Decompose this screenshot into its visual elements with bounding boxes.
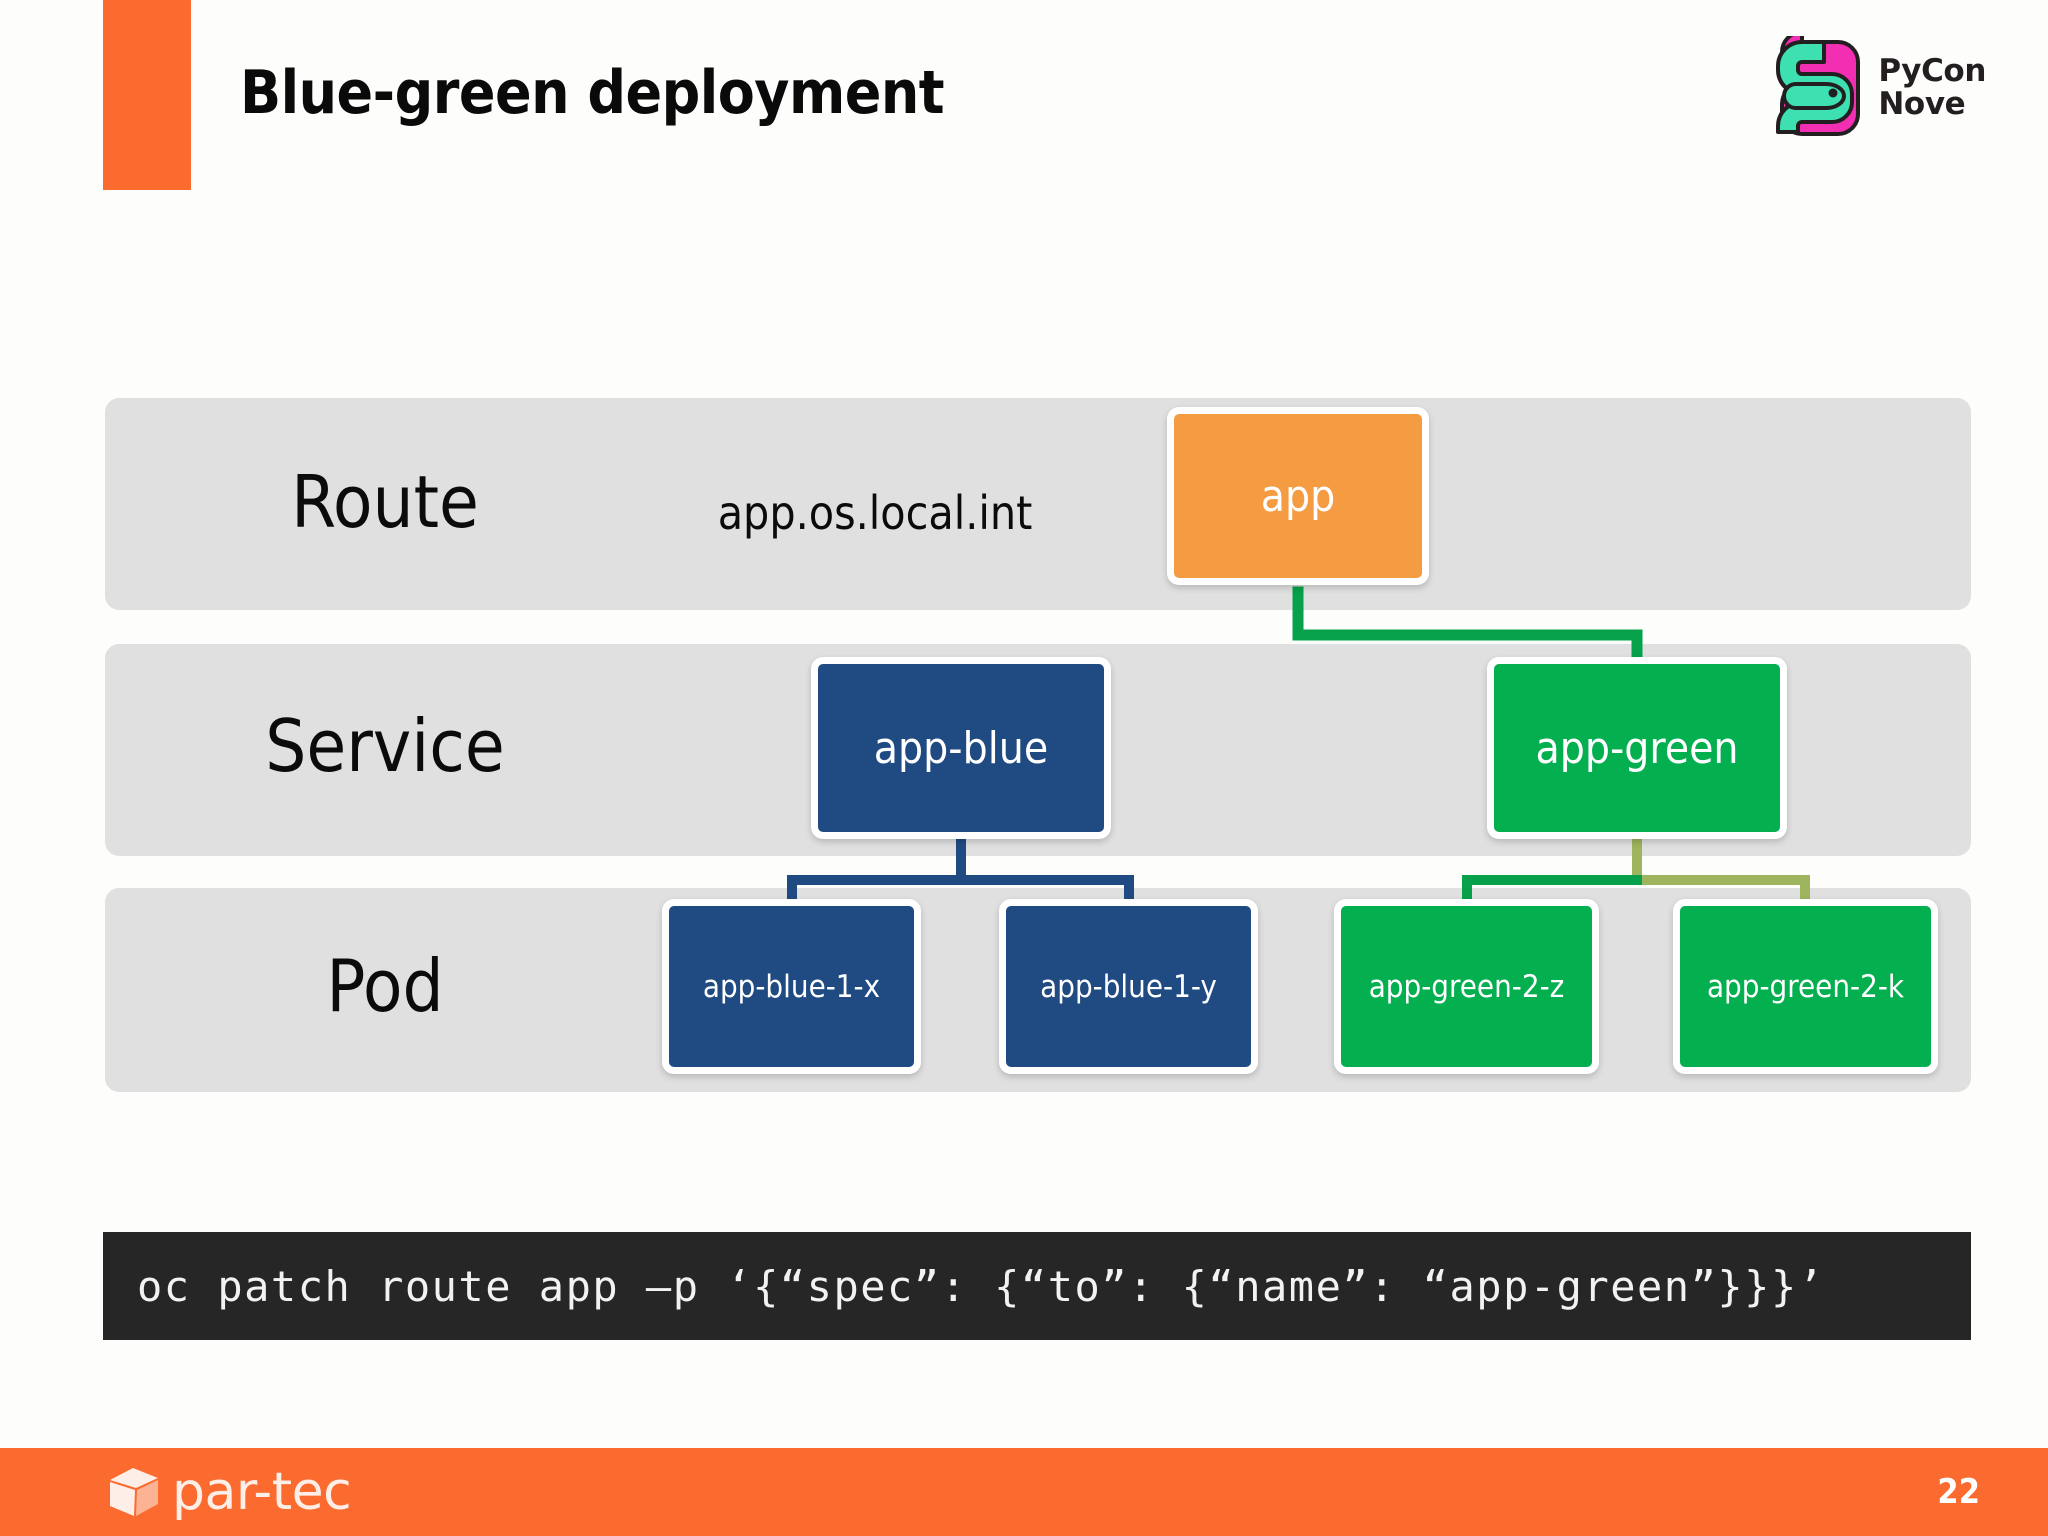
node-route-app[interactable]: app xyxy=(1167,407,1429,585)
pycon-snake-icon xyxy=(1776,36,1861,136)
pycon-nove-logo: PyCon Nove xyxy=(1776,36,1986,140)
connector-app-green-to-pod-z xyxy=(1462,875,1642,910)
band-label-pod: Pod xyxy=(326,944,444,1028)
pycon-wordmark: PyCon Nove xyxy=(1878,55,1986,120)
pycon-wordmark-line1: PyCon xyxy=(1878,53,1986,90)
pycon-wordmark-line2: Nove xyxy=(1878,86,1966,122)
node-pod-app-blue-1-y-label: app-blue-1-y xyxy=(1040,968,1217,1005)
connector-app-to-app-green xyxy=(1292,586,1643,666)
code-block: oc patch route app –p ‘{“spec”: {“to”: {… xyxy=(103,1232,1971,1340)
code-command-text: oc patch route app –p ‘{“spec”: {“to”: {… xyxy=(137,1261,1825,1311)
node-service-app-blue[interactable]: app-blue xyxy=(811,657,1111,839)
node-pod-app-blue-1-y[interactable]: app-blue-1-y xyxy=(999,899,1258,1074)
node-pod-app-blue-1-x[interactable]: app-blue-1-x xyxy=(662,899,921,1074)
band-route: Route app.os.local.int xyxy=(105,398,1971,610)
node-route-app-label: app xyxy=(1260,470,1336,522)
node-service-app-green-label: app-green xyxy=(1535,722,1739,774)
partec-logo: par-tec xyxy=(106,1462,352,1522)
page-title: Blue-green deployment xyxy=(240,58,945,128)
node-pod-app-blue-1-x-label: app-blue-1-x xyxy=(702,968,881,1005)
route-hostname: app.os.local.int xyxy=(717,486,1033,540)
connector-app-green-to-pod-k xyxy=(1632,838,1810,910)
node-pod-app-green-2-z-label: app-green-2-z xyxy=(1368,968,1565,1005)
partec-cube-icon xyxy=(110,1468,158,1516)
partec-wordmark: par-tec xyxy=(172,1462,352,1522)
node-pod-app-green-2-z[interactable]: app-green-2-z xyxy=(1334,899,1599,1074)
node-service-app-green[interactable]: app-green xyxy=(1487,657,1787,839)
header-accent-bar xyxy=(103,0,191,190)
band-label-service: Service xyxy=(265,704,505,788)
node-pod-app-green-2-k-label: app-green-2-k xyxy=(1706,968,1905,1005)
footer-bar: par-tec 22 xyxy=(0,1448,2048,1536)
page-number: 22 xyxy=(1937,1472,1980,1512)
node-pod-app-green-2-k[interactable]: app-green-2-k xyxy=(1673,899,1938,1074)
band-label-route: Route xyxy=(291,460,479,544)
node-service-app-blue-label: app-blue xyxy=(873,722,1049,774)
